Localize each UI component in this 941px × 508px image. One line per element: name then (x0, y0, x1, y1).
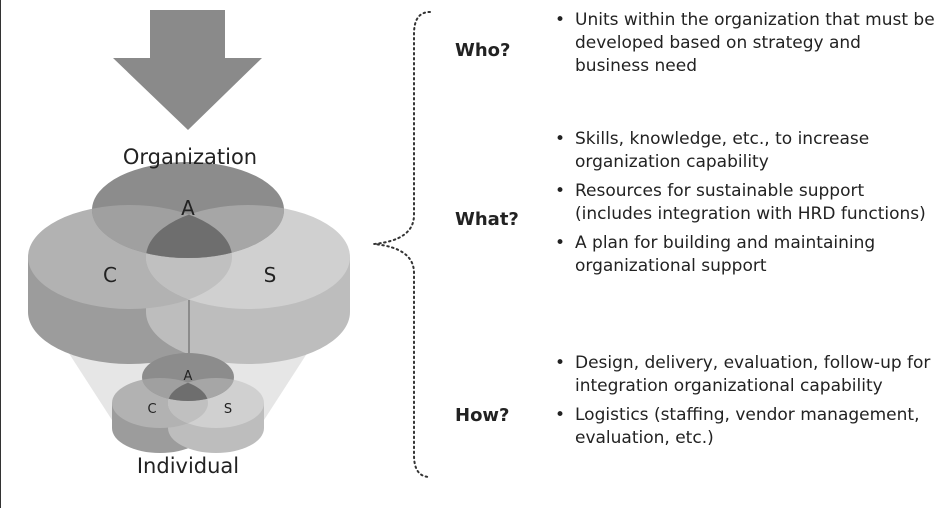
large-disk-label-c: C (103, 263, 117, 287)
list-item: Design, delivery, evaluation, follow-up … (555, 352, 935, 398)
small-disk-label-s: S (224, 402, 232, 417)
question-what: What? (455, 209, 519, 230)
list-item: Resources for sustainable support (inclu… (555, 180, 935, 226)
list-item: Units within the organization that must … (555, 9, 935, 78)
list-item: Skills, knowledge, etc., to increase org… (555, 128, 935, 174)
individual-label: Individual (137, 454, 239, 478)
large-disk-label-s: S (264, 263, 277, 287)
small-disk-label-a: A (184, 369, 193, 384)
small-disk (112, 353, 264, 428)
question-who: Who? (455, 40, 511, 61)
large-disk-label-a: A (181, 196, 195, 220)
list-item: Logistics (staffing, vendor management, … (555, 404, 935, 450)
large-disk (28, 162, 350, 309)
organization-label: Organization (123, 145, 257, 169)
who-bullets: Units within the organization that must … (555, 9, 935, 84)
dotted-brace (373, 11, 431, 478)
how-bullets: Design, delivery, evaluation, follow-up … (555, 352, 935, 456)
small-disk-label-c: C (147, 402, 156, 417)
list-item: A plan for building and maintaining orga… (555, 232, 935, 278)
down-arrow (113, 10, 262, 130)
question-how: How? (455, 405, 510, 426)
what-bullets: Skills, knowledge, etc., to increase org… (555, 128, 935, 284)
